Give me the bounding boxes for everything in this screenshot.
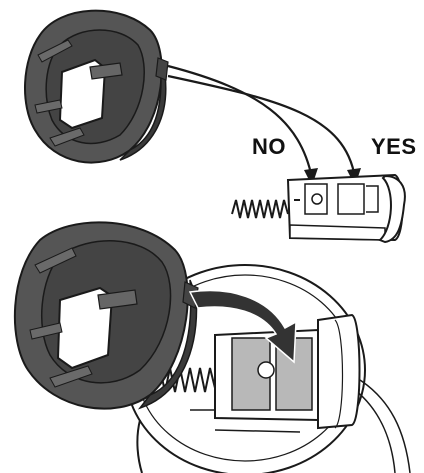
pointer-arrows — [167, 64, 361, 186]
adapter-ring-bottom — [13, 221, 199, 410]
adapter-ring-top — [23, 9, 169, 164]
spring-assembly-top — [231, 173, 406, 244]
label-yes: YES — [371, 134, 417, 159]
arrow-icon — [188, 289, 297, 364]
label-no: NO — [252, 134, 286, 159]
